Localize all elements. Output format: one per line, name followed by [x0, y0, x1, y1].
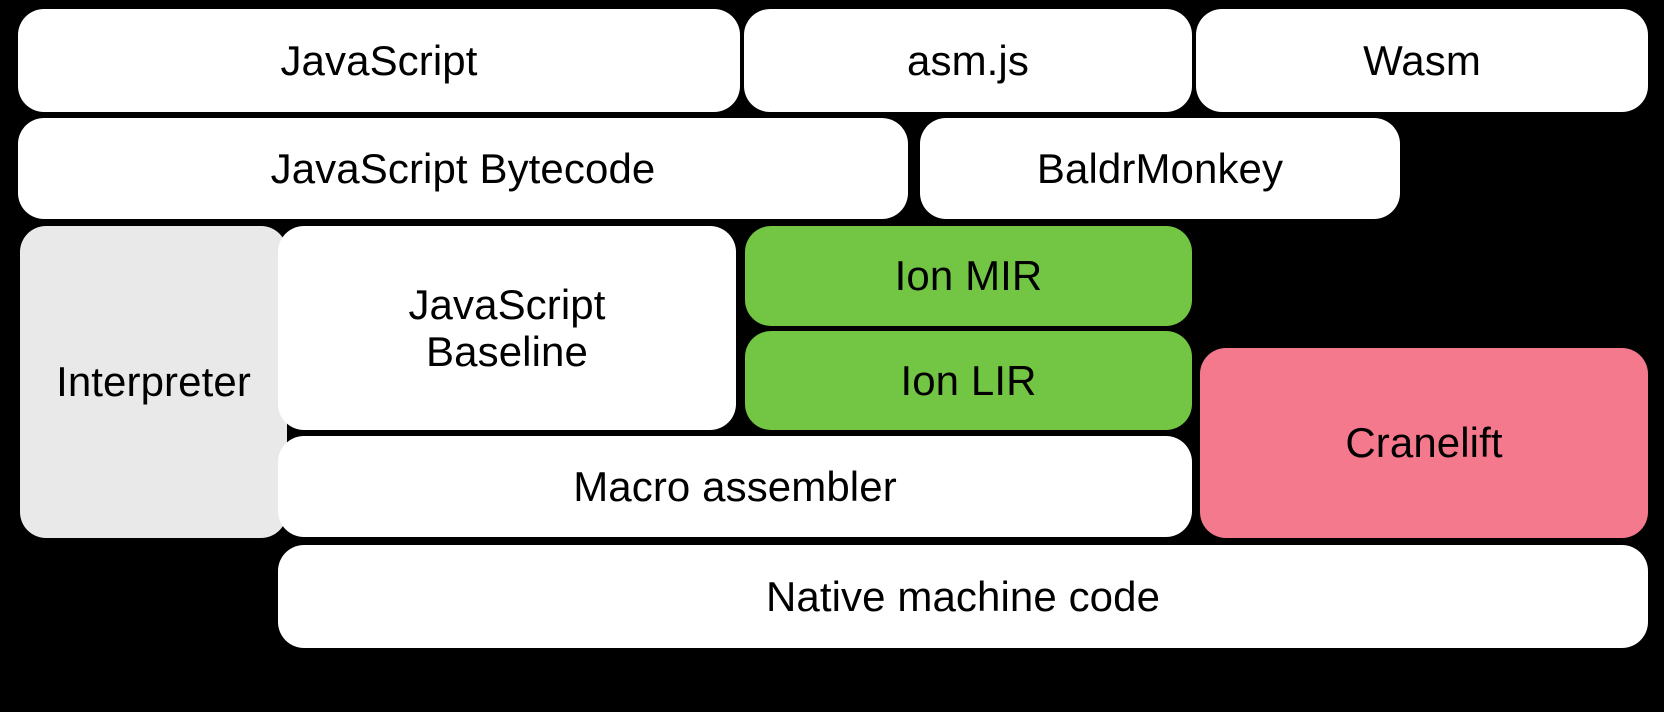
node-javascript: JavaScript — [18, 9, 740, 112]
node-asm-js: asm.js — [744, 9, 1192, 112]
node-native-machine-code: Native machine code — [278, 545, 1648, 648]
node-cranelift: Cranelift — [1200, 348, 1648, 538]
node-ion-mir: Ion MIR — [745, 226, 1192, 326]
node-interpreter: Interpreter — [20, 226, 287, 538]
node-javascript-baseline: JavaScript Baseline — [278, 226, 736, 430]
node-javascript-bytecode: JavaScript Bytecode — [18, 118, 908, 219]
node-ion-lir: Ion LIR — [745, 331, 1192, 430]
node-baldrmonkey: BaldrMonkey — [920, 118, 1400, 219]
node-wasm: Wasm — [1196, 9, 1648, 112]
node-macro-assembler: Macro assembler — [278, 436, 1192, 537]
